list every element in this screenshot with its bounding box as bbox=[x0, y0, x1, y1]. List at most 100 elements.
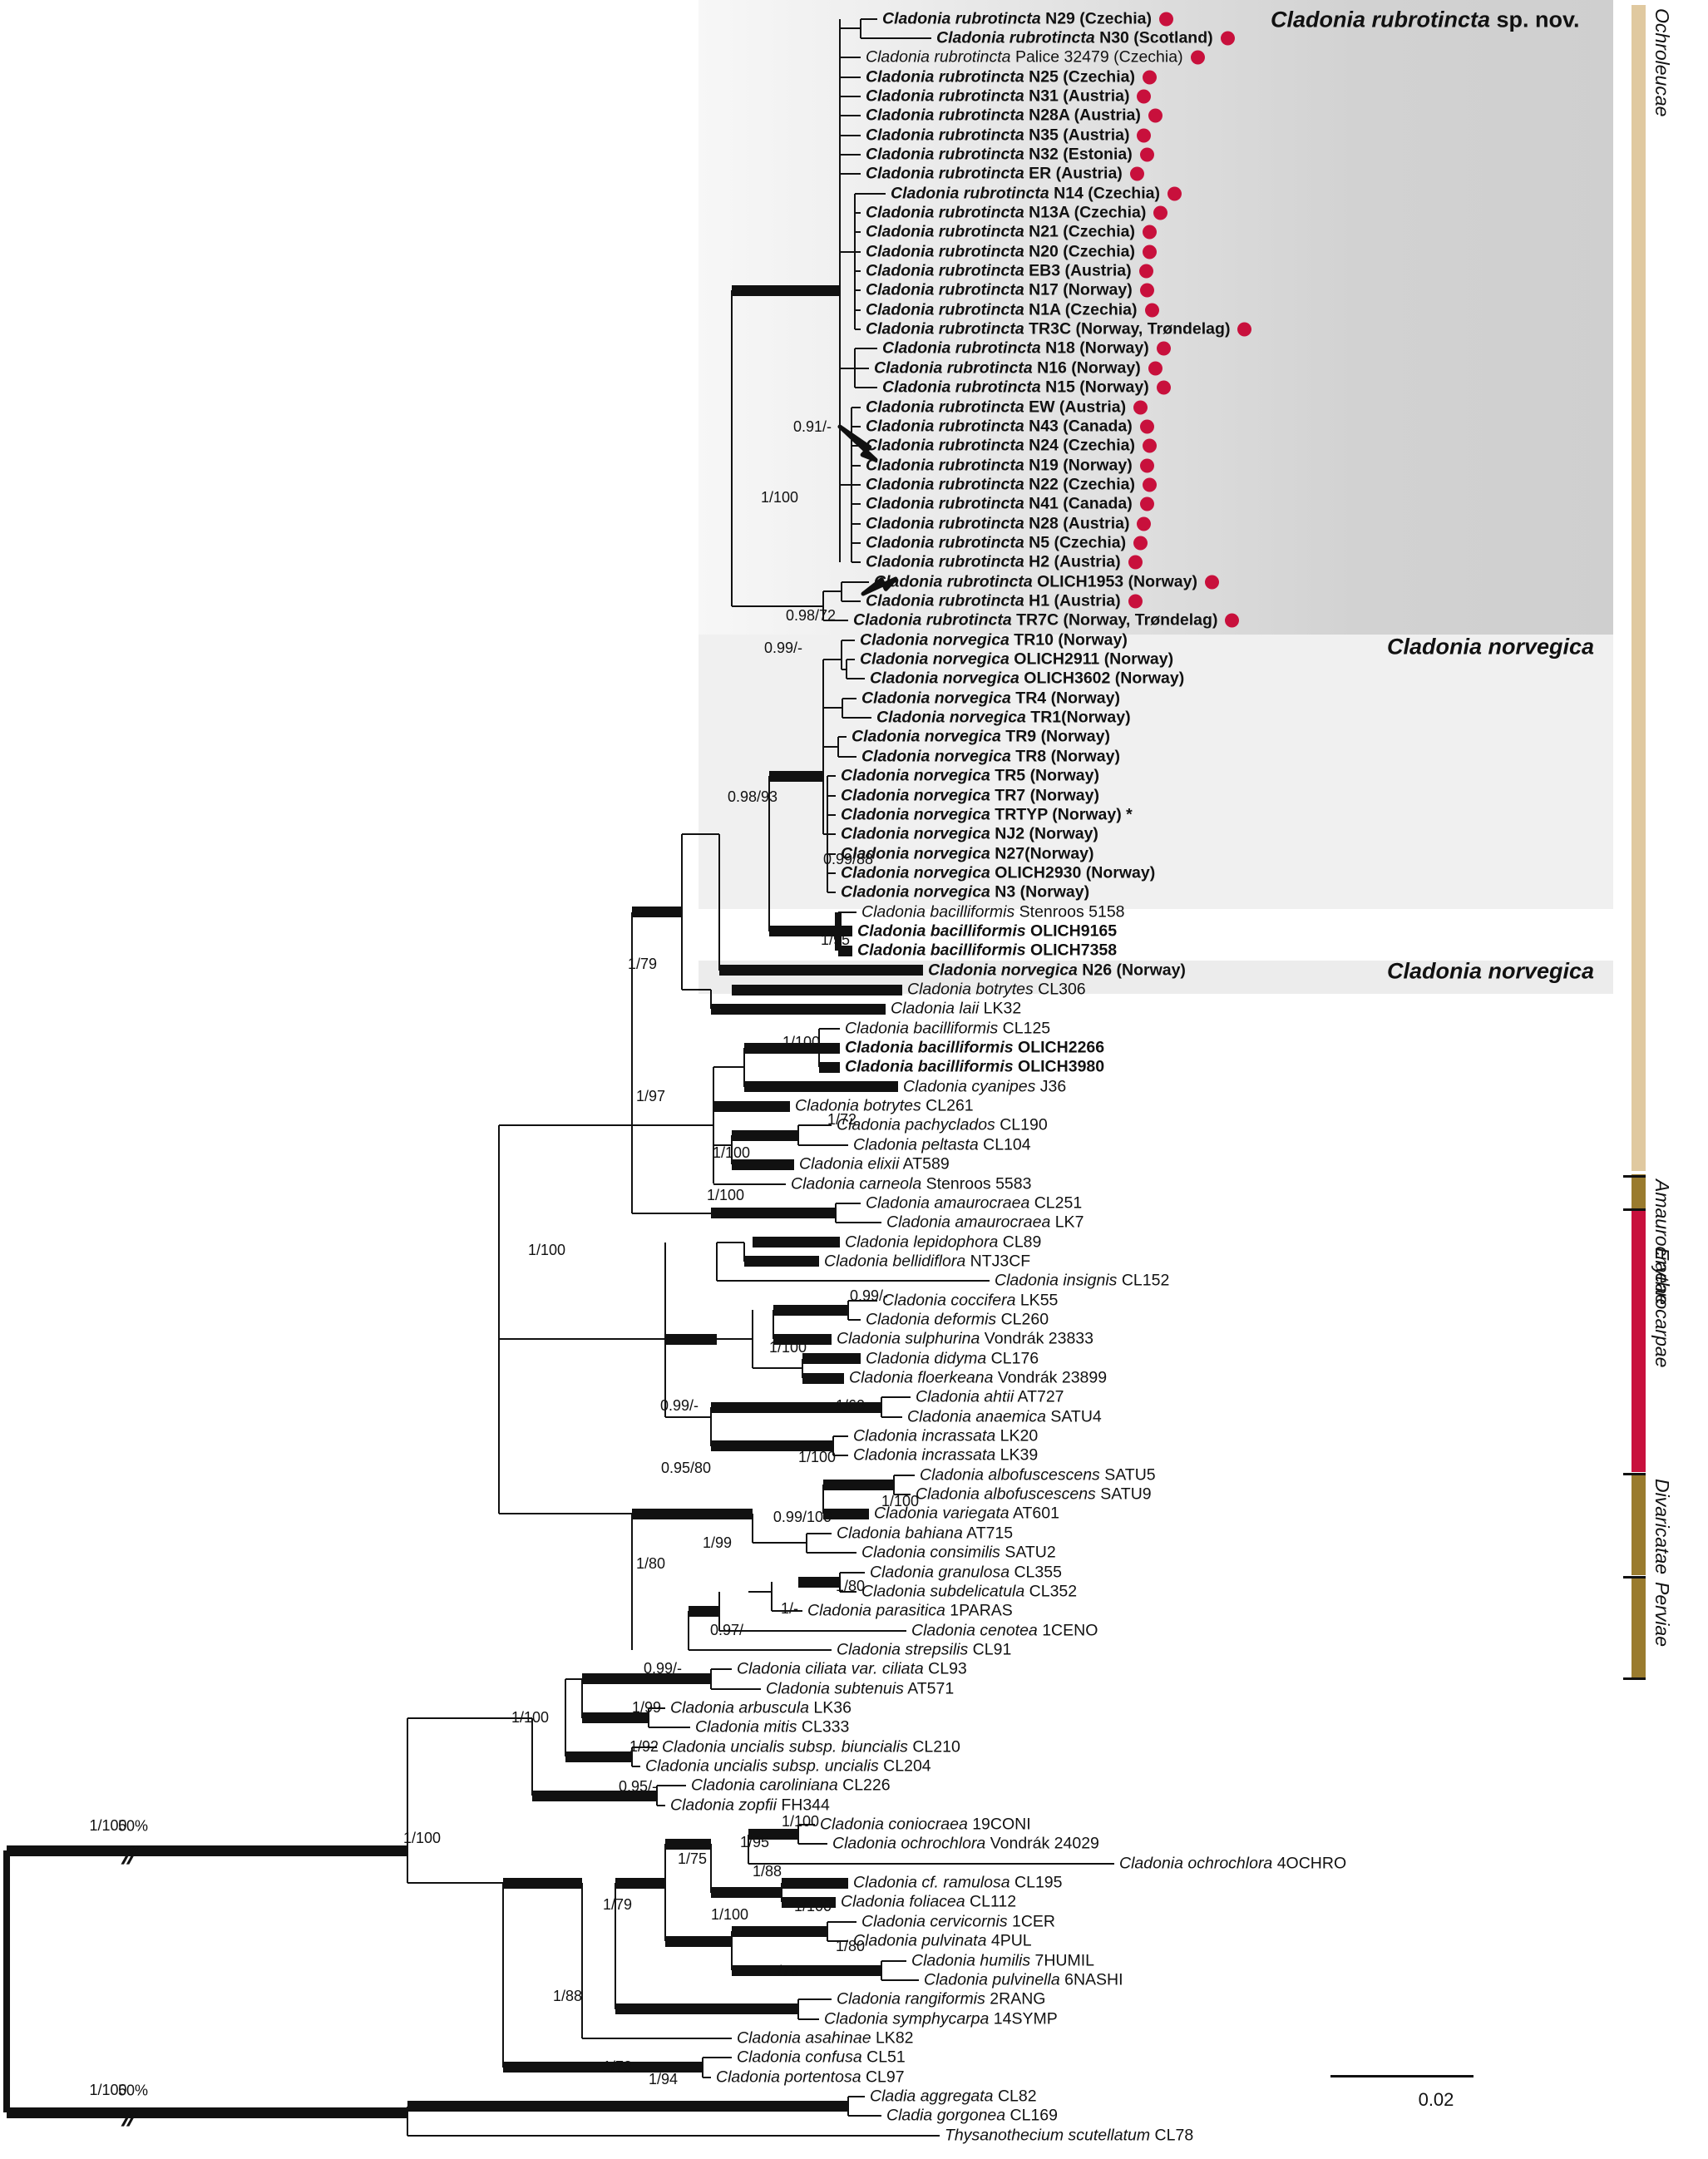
voucher-code: 6NASHI bbox=[1059, 1970, 1123, 1989]
taxon-name: Cladonia elixii bbox=[799, 1154, 900, 1173]
tip-label: Cladonia norvegica TR10 (Norway) bbox=[860, 631, 1128, 649]
taxon-name: Cladonia norvegica bbox=[841, 805, 990, 824]
branch-horizontal bbox=[842, 668, 847, 670]
section-divider-3 bbox=[1623, 1473, 1646, 1475]
taxon-name: Cladonia rubrotincta bbox=[866, 455, 1024, 474]
branch-vertical bbox=[841, 581, 842, 601]
voucher-code: Vondrák 23833 bbox=[980, 1329, 1093, 1348]
voucher-code: AT601 bbox=[1009, 1504, 1059, 1523]
taxon-name: Cladonia asahinae bbox=[737, 2028, 871, 2048]
branch-horizontal bbox=[682, 989, 711, 991]
novel-taxon-dot bbox=[1143, 245, 1157, 259]
branch-vertical bbox=[631, 1514, 633, 1650]
branch-horizontal bbox=[711, 1668, 732, 1671]
pointer-arrow bbox=[861, 576, 898, 596]
branch-horizontal bbox=[657, 1785, 686, 1787]
novel-taxon-dot bbox=[1157, 380, 1171, 395]
voucher-code: N19 (Norway) bbox=[1024, 455, 1133, 474]
branch-vertical bbox=[718, 1591, 720, 1631]
branch-vertical bbox=[688, 1611, 689, 1650]
branch-horizontal bbox=[798, 1843, 827, 1845]
tip-label: Cladonia norvegica N26 (Norway) bbox=[928, 961, 1186, 979]
branch-horizontal bbox=[753, 1237, 840, 1248]
tip-label: Cladonia floerkeana Vondrák 23899 bbox=[849, 1370, 1107, 1386]
branch-horizontal bbox=[840, 153, 861, 156]
branch-horizontal bbox=[719, 1629, 906, 1632]
branch-vertical bbox=[822, 591, 824, 621]
branch-horizontal bbox=[861, 17, 877, 20]
branch-vertical bbox=[860, 18, 861, 38]
tip-label: Cladonia rangiformis 2RANG bbox=[837, 1991, 1045, 2008]
tip-label: Cladonia rubrotincta TR3C (Norway, Trønd… bbox=[866, 321, 1230, 338]
branch-horizontal bbox=[855, 212, 861, 214]
section-bar-ochroleucae bbox=[1631, 5, 1646, 1171]
voucher-code: OLICH3980 bbox=[1013, 1057, 1105, 1076]
branch-horizontal bbox=[807, 1532, 832, 1534]
branch-horizontal bbox=[852, 503, 861, 506]
branch-horizontal bbox=[840, 250, 855, 253]
support-value: 0.98/93 bbox=[727, 788, 777, 805]
clade-shading-rubrotincta bbox=[699, 0, 1613, 635]
branch-horizontal bbox=[732, 1159, 794, 1170]
branch-vertical bbox=[702, 2058, 703, 2077]
branch-horizontal bbox=[717, 1280, 990, 1282]
branch-horizontal bbox=[838, 926, 852, 937]
voucher-code: NTJ3CF bbox=[965, 1252, 1031, 1271]
branch-vertical bbox=[851, 407, 852, 563]
branch-horizontal bbox=[823, 1479, 894, 1490]
branch-horizontal bbox=[732, 984, 902, 996]
support-value: 0.98/72 bbox=[785, 607, 836, 624]
branch-horizontal bbox=[802, 1353, 861, 1365]
support-value: 1/100 bbox=[781, 1813, 819, 1830]
branch-horizontal bbox=[823, 707, 842, 709]
branch-vertical bbox=[839, 18, 841, 563]
taxon-name: Cladonia rubrotincta bbox=[866, 280, 1024, 299]
taxon-name: Cladonia ahtii bbox=[916, 1387, 1014, 1406]
branch-vertical bbox=[743, 1048, 745, 1087]
voucher-code: CL51 bbox=[861, 2048, 906, 2067]
voucher-code: EW (Austria) bbox=[1024, 397, 1127, 416]
taxon-name: Cladonia subdelicatula bbox=[861, 1582, 1025, 1601]
tip-label: Cladonia amaurocraea CL251 bbox=[866, 1193, 1083, 1213]
novel-taxon-dot bbox=[1137, 516, 1151, 531]
branch-horizontal bbox=[711, 1440, 833, 1452]
taxon-name: Cladonia laii bbox=[891, 999, 980, 1018]
novel-taxon-dot bbox=[1148, 108, 1163, 123]
taxon-name: Cladonia rubrotincta bbox=[866, 261, 1024, 280]
section-divider-5 bbox=[1623, 1677, 1646, 1680]
voucher-code: CL251 bbox=[1029, 1193, 1083, 1213]
branch-vertical bbox=[710, 1844, 712, 1893]
taxon-name: Cladonia rubrotincta bbox=[866, 241, 1024, 260]
novel-taxon-dot bbox=[1145, 303, 1159, 318]
branch-break-percent: 50% bbox=[117, 2082, 149, 2099]
branch-vertical bbox=[797, 1125, 799, 1145]
tip-label: Thysanothecium scutellatum CL78 bbox=[945, 2127, 1193, 2144]
voucher-code: Stenroos 5158 bbox=[1014, 902, 1125, 921]
taxon-name: Cladonia lepidophora bbox=[845, 1232, 999, 1251]
voucher-code: N32 (Estonia) bbox=[1024, 145, 1133, 164]
tip-label: Cladonia rubrotincta N1A (Czechia) bbox=[866, 301, 1138, 319]
voucher-code: H2 (Austria) bbox=[1024, 552, 1121, 571]
tip-label: Cladonia norvegica OLICH3602 (Norway) bbox=[870, 670, 1184, 688]
taxon-name: Cladonia portentosa bbox=[716, 2067, 861, 2086]
branch-horizontal bbox=[827, 892, 836, 894]
branch-horizontal bbox=[732, 1964, 881, 1976]
voucher-code: NJ2 (Norway) bbox=[990, 824, 1098, 843]
voucher-code: TR4 (Norway) bbox=[1010, 689, 1120, 707]
voucher-code: CL195 bbox=[1009, 1873, 1063, 1892]
support-value: 1/100 bbox=[511, 1709, 549, 1726]
branch-horizontal bbox=[823, 590, 842, 593]
tip-label: Cladonia rubrotincta N22 (Czechia) bbox=[866, 476, 1135, 493]
clade-shading-norvegica-upper bbox=[699, 635, 1613, 909]
taxon-name: Cladonia rubrotincta bbox=[866, 164, 1024, 183]
branch-vertical bbox=[615, 1883, 616, 2009]
taxon-name: Cladonia rubrotincta bbox=[882, 338, 1041, 358]
tip-label: Cladonia insignis CL152 bbox=[995, 1272, 1169, 1290]
taxon-name: Cladonia pulvinata bbox=[853, 1931, 987, 1950]
branch-horizontal bbox=[711, 1687, 761, 1690]
voucher-code: AT715 bbox=[962, 1524, 1014, 1543]
novel-taxon-dot bbox=[1128, 594, 1143, 609]
voucher-code: J36 bbox=[1035, 1077, 1067, 1095]
branch-vertical bbox=[822, 660, 824, 835]
tip-label: Cladonia ahtii AT727 bbox=[916, 1387, 1064, 1406]
